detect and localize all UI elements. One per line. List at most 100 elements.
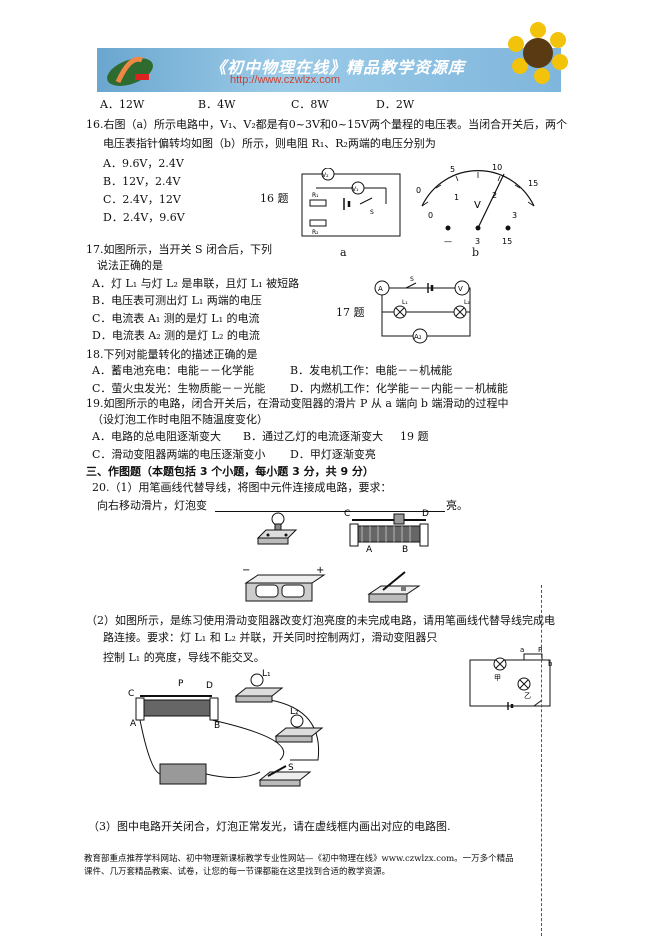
ammeter-a2-icon [412,328,428,344]
q19-option-d: D．甲灯逐渐变亮 [290,448,376,461]
svg-text:R₁: R₁ [312,192,319,199]
lamp-l1-on-board-icon: L₁ [234,669,284,703]
section3-heading: 三、作图题（本题包括 3 个小题，每小题 3 分，共 9 分） [86,465,374,478]
battery-icon [159,763,207,785]
q15-option-d: D．2W [376,98,415,111]
q15-option-a: A．12W [100,98,145,111]
banner-title: 《初中物理在线》精品教学资源库 [210,58,466,77]
svg-text:V: V [474,200,481,211]
q18-option-b: B．发电机工作：电能－－机械能 [290,364,453,377]
svg-text:L₂: L₂ [290,707,299,717]
q20-answer-underline [215,511,445,512]
switch-icon [405,282,417,289]
q20-part3: （3）图中电路开关闭合，灯泡正常发光，请在虚线框内画出对应的电路图. [88,820,451,833]
svg-text:A: A [378,285,383,293]
svg-text:3: 3 [475,237,480,246]
meter-needle [477,173,505,229]
svg-text:—: — [444,237,452,246]
svg-text:L₁: L₁ [402,299,408,306]
svg-text:A₂: A₂ [414,333,422,341]
voltmeter-dial: 0 5 10 15 0 1 2 3 V — 3 15 [416,163,538,246]
switch-s-icon: S [258,763,312,787]
q17-circuit-diagram: A S V L₁ L₂ A₂ [374,276,471,344]
q16-option-c: C．2.4V，12V [103,193,181,206]
q16-option-b: B．12V，2.4V [103,175,181,188]
footer-line1: 教育部重点推荐学科网站、初中物理新课标教学专业性网站—《初中物理在线》www.c… [84,854,514,864]
q19-option-a: A．电路的总电阻逐渐变大 [92,430,221,443]
q16-sub-label-a: a [340,246,347,259]
q18-stem: 18.下列对能量转化的描述正确的是 [86,348,258,361]
svg-text:D: D [206,681,213,691]
q17-option-d: D．电流表 A₂ 测的是灯 L₂ 的电流 [92,329,260,342]
voltmeter-icon [454,280,470,296]
svg-text:乙: 乙 [524,692,531,700]
svg-text:1: 1 [454,193,459,202]
svg-text:a: a [520,646,524,654]
q20-part2-line2: 路连接。要求：灯 L₁ 和 L₂ 并联，开关同时控制两灯，滑动变阻器只 [103,631,438,644]
svg-text:P: P [538,646,542,654]
knife-switch-icon [367,571,421,603]
svg-text:C: C [128,689,134,699]
q20-part2-line3: 控制 L₁ 的亮度，导线不能交叉。 [103,651,265,664]
svg-text:B: B [402,545,408,554]
q19-option-c: C．滑动变阻器两端的电压逐渐变小 [92,448,266,461]
rheostat-icon [141,699,213,717]
q17-stem-line2: 说法正确的是 [97,259,163,272]
q16-figure-label: 16 题 [260,192,289,205]
banner-url: http://www.czwlzx.com [230,74,341,86]
q16-option-a: A．9.6V，2.4V [103,157,184,170]
q17-figure-label: 17 题 [336,306,365,319]
q19-stem-line2: （设灯泡工作时电阻不随温度变化） [92,413,268,426]
switch-icon [359,197,373,205]
svg-text:15: 15 [502,237,512,246]
q19-option-b: B．通过乙灯的电流逐渐变大 [243,430,384,443]
q17-option-c: C．电流表 A₁ 测的是灯 L₁ 的电流 [92,312,260,325]
svg-text:B: B [214,721,220,731]
q16-option-d: D．2.4V，9.6V [103,211,185,224]
svg-text:A: A [130,719,137,729]
footer-line2: 课件、几万套精品教案、试卷，让您的每一节课都能在这里找到合适的教学资源。 [84,867,391,877]
q18-option-d: D．内燃机工作：化学能－－内能－－机械能 [290,382,508,395]
voltmeter-v2-icon [321,168,335,181]
svg-text:R₂: R₂ [312,229,319,236]
svg-text:L₂: L₂ [464,299,470,306]
svg-text:5: 5 [450,165,455,174]
switch-icon [533,699,543,707]
svg-text:C: C [344,509,350,519]
svg-text:A: A [366,545,373,554]
svg-text:V₁: V₁ [352,186,359,193]
svg-text:L₁: L₁ [262,669,271,679]
q17-stem-line1: 17.如图所示，当开关 S 闭合后，下列 [86,243,273,256]
q15-option-b: B．4W [198,98,236,111]
svg-text:+: + [316,565,324,576]
svg-text:0: 0 [416,186,421,195]
q19-stem-line1: 19.如图所示的电路，闭合开关后，在滑动变阻器的滑片 P 从 a 端向 b 端滑… [86,397,509,410]
q17-option-a: A．灯 L₁ 与灯 L₂ 是串联，且灯 L₁ 被短路 [92,277,300,290]
q17-option-b: B．电压表可测出灯 L₁ 两端的电压 [92,294,262,307]
lamp-l2-on-board-icon: L₂ [274,707,324,743]
svg-text:D: D [422,509,429,519]
svg-text:甲: 甲 [494,674,501,682]
q20-part2-apparatus: C P D A B [128,679,320,785]
logo-icon [107,56,153,86]
dashed-answer-box-edge [541,585,542,936]
q19-figure-label: 19 题 [400,430,429,443]
q20-part1-end: 亮。 [446,499,468,512]
svg-text:−: − [242,565,250,576]
q16-circuit-diagram: V₂ V₁ R₁ S R₂ [301,168,401,237]
svg-text:S: S [288,763,294,773]
resistor-r2-icon [309,219,327,227]
svg-text:3: 3 [512,211,517,220]
svg-text:b: b [548,660,553,668]
svg-text:P: P [178,679,184,689]
svg-text:0: 0 [428,211,433,220]
resistor-r1-icon [309,199,327,207]
q18-option-a: A．蓄电池充电：电能－－化学能 [92,364,254,377]
battery-box-icon: −+ [242,565,326,602]
sunflower-icon [508,22,568,84]
svg-text:V₂: V₂ [322,172,329,179]
q18-option-c: C．萤火虫发光：生物质能－－光能 [92,382,266,395]
rheostat-icon: C D A B [344,509,429,554]
q20-part2-line1: （2）如图所示，是练习使用滑动变阻器改变灯泡亮度的未完成电路，请用笔画线代替导线… [86,614,555,627]
q15-option-c: C．8W [291,98,329,111]
